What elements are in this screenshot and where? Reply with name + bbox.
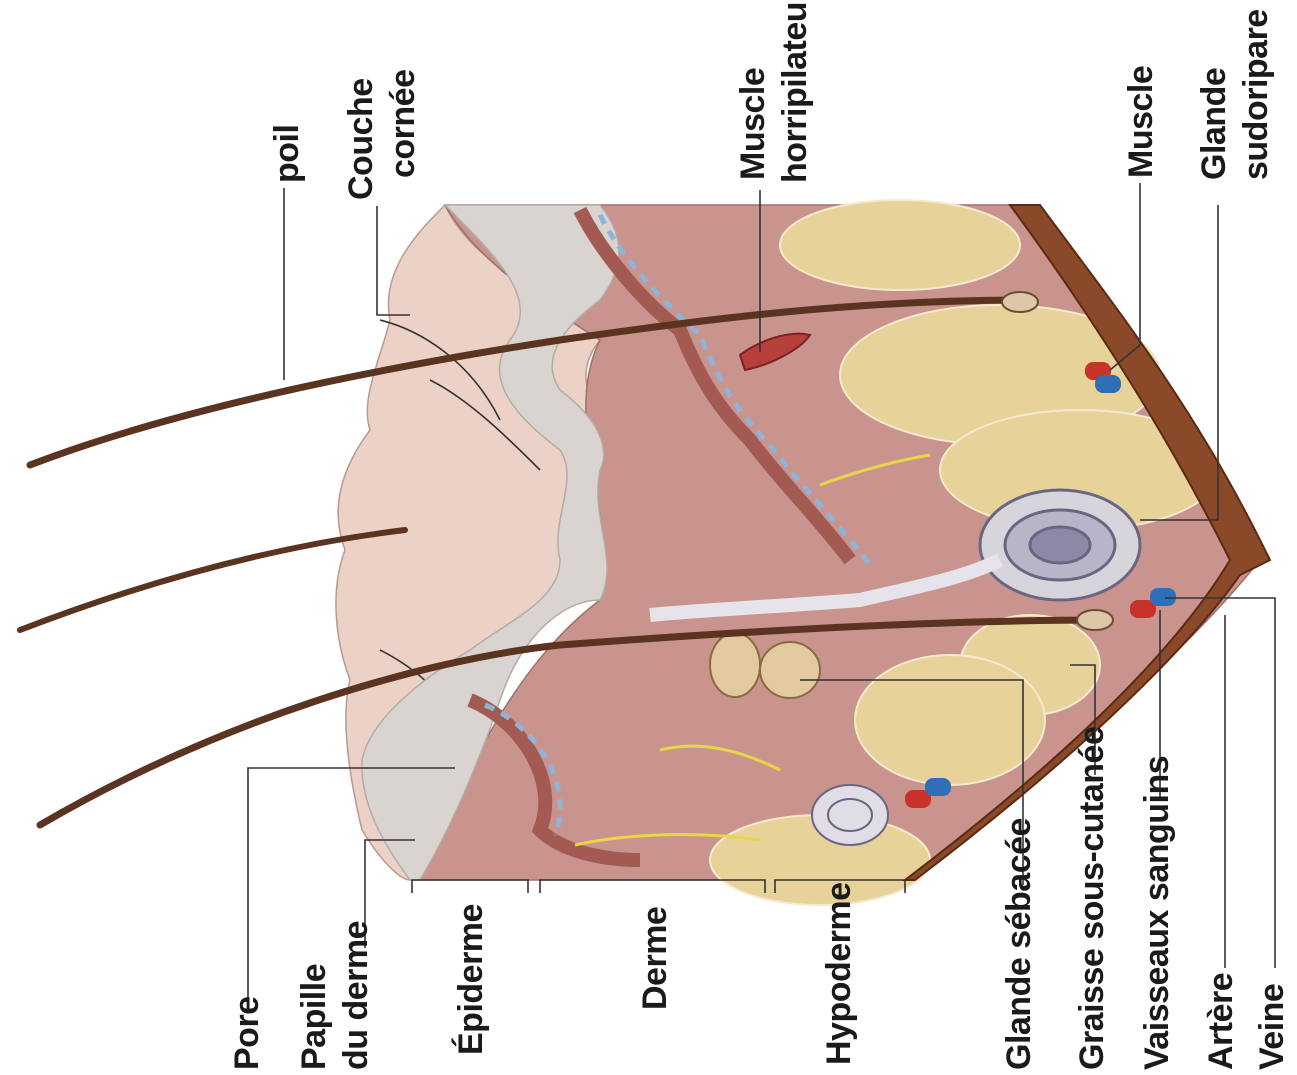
- label-muscle-horripilateur-1: Muscle: [734, 68, 772, 180]
- label-couche-cornee-2: cornée: [384, 70, 422, 179]
- label-pore: Pore: [228, 996, 266, 1070]
- label-papille-1: Papille: [295, 964, 333, 1070]
- label-poil: poil: [268, 125, 306, 183]
- label-papille-2: du derme: [337, 921, 375, 1070]
- label-epiderme: Épiderme: [452, 904, 490, 1055]
- hair-bulb: [1077, 610, 1113, 630]
- label-derme: Derme: [636, 907, 674, 1010]
- label-hypoderme: Hypoderme: [820, 882, 858, 1065]
- label-graisse: Graisse sous-cutanée: [1073, 727, 1111, 1070]
- hair-bulb: [1002, 292, 1038, 312]
- label-glande-sudoripare-1: Glande: [1195, 68, 1233, 180]
- label-muscle-horripilateur-2: horripilateur: [776, 0, 814, 183]
- label-glande-sebacee: Glande sébacée: [1000, 818, 1038, 1070]
- label-veine: Veine: [1253, 984, 1291, 1070]
- label-artere: Artère: [1202, 973, 1240, 1070]
- label-couche-cornee-1: Couche: [342, 78, 380, 200]
- sweat-gland: [980, 490, 1140, 600]
- label-muscle: Muscle: [1122, 66, 1160, 178]
- label-glande-sudoripare-2: sudoripare: [1237, 9, 1275, 180]
- sweat-gland-small: [812, 785, 888, 845]
- label-vaisseaux: Vaisseaux sanguins: [1138, 756, 1176, 1070]
